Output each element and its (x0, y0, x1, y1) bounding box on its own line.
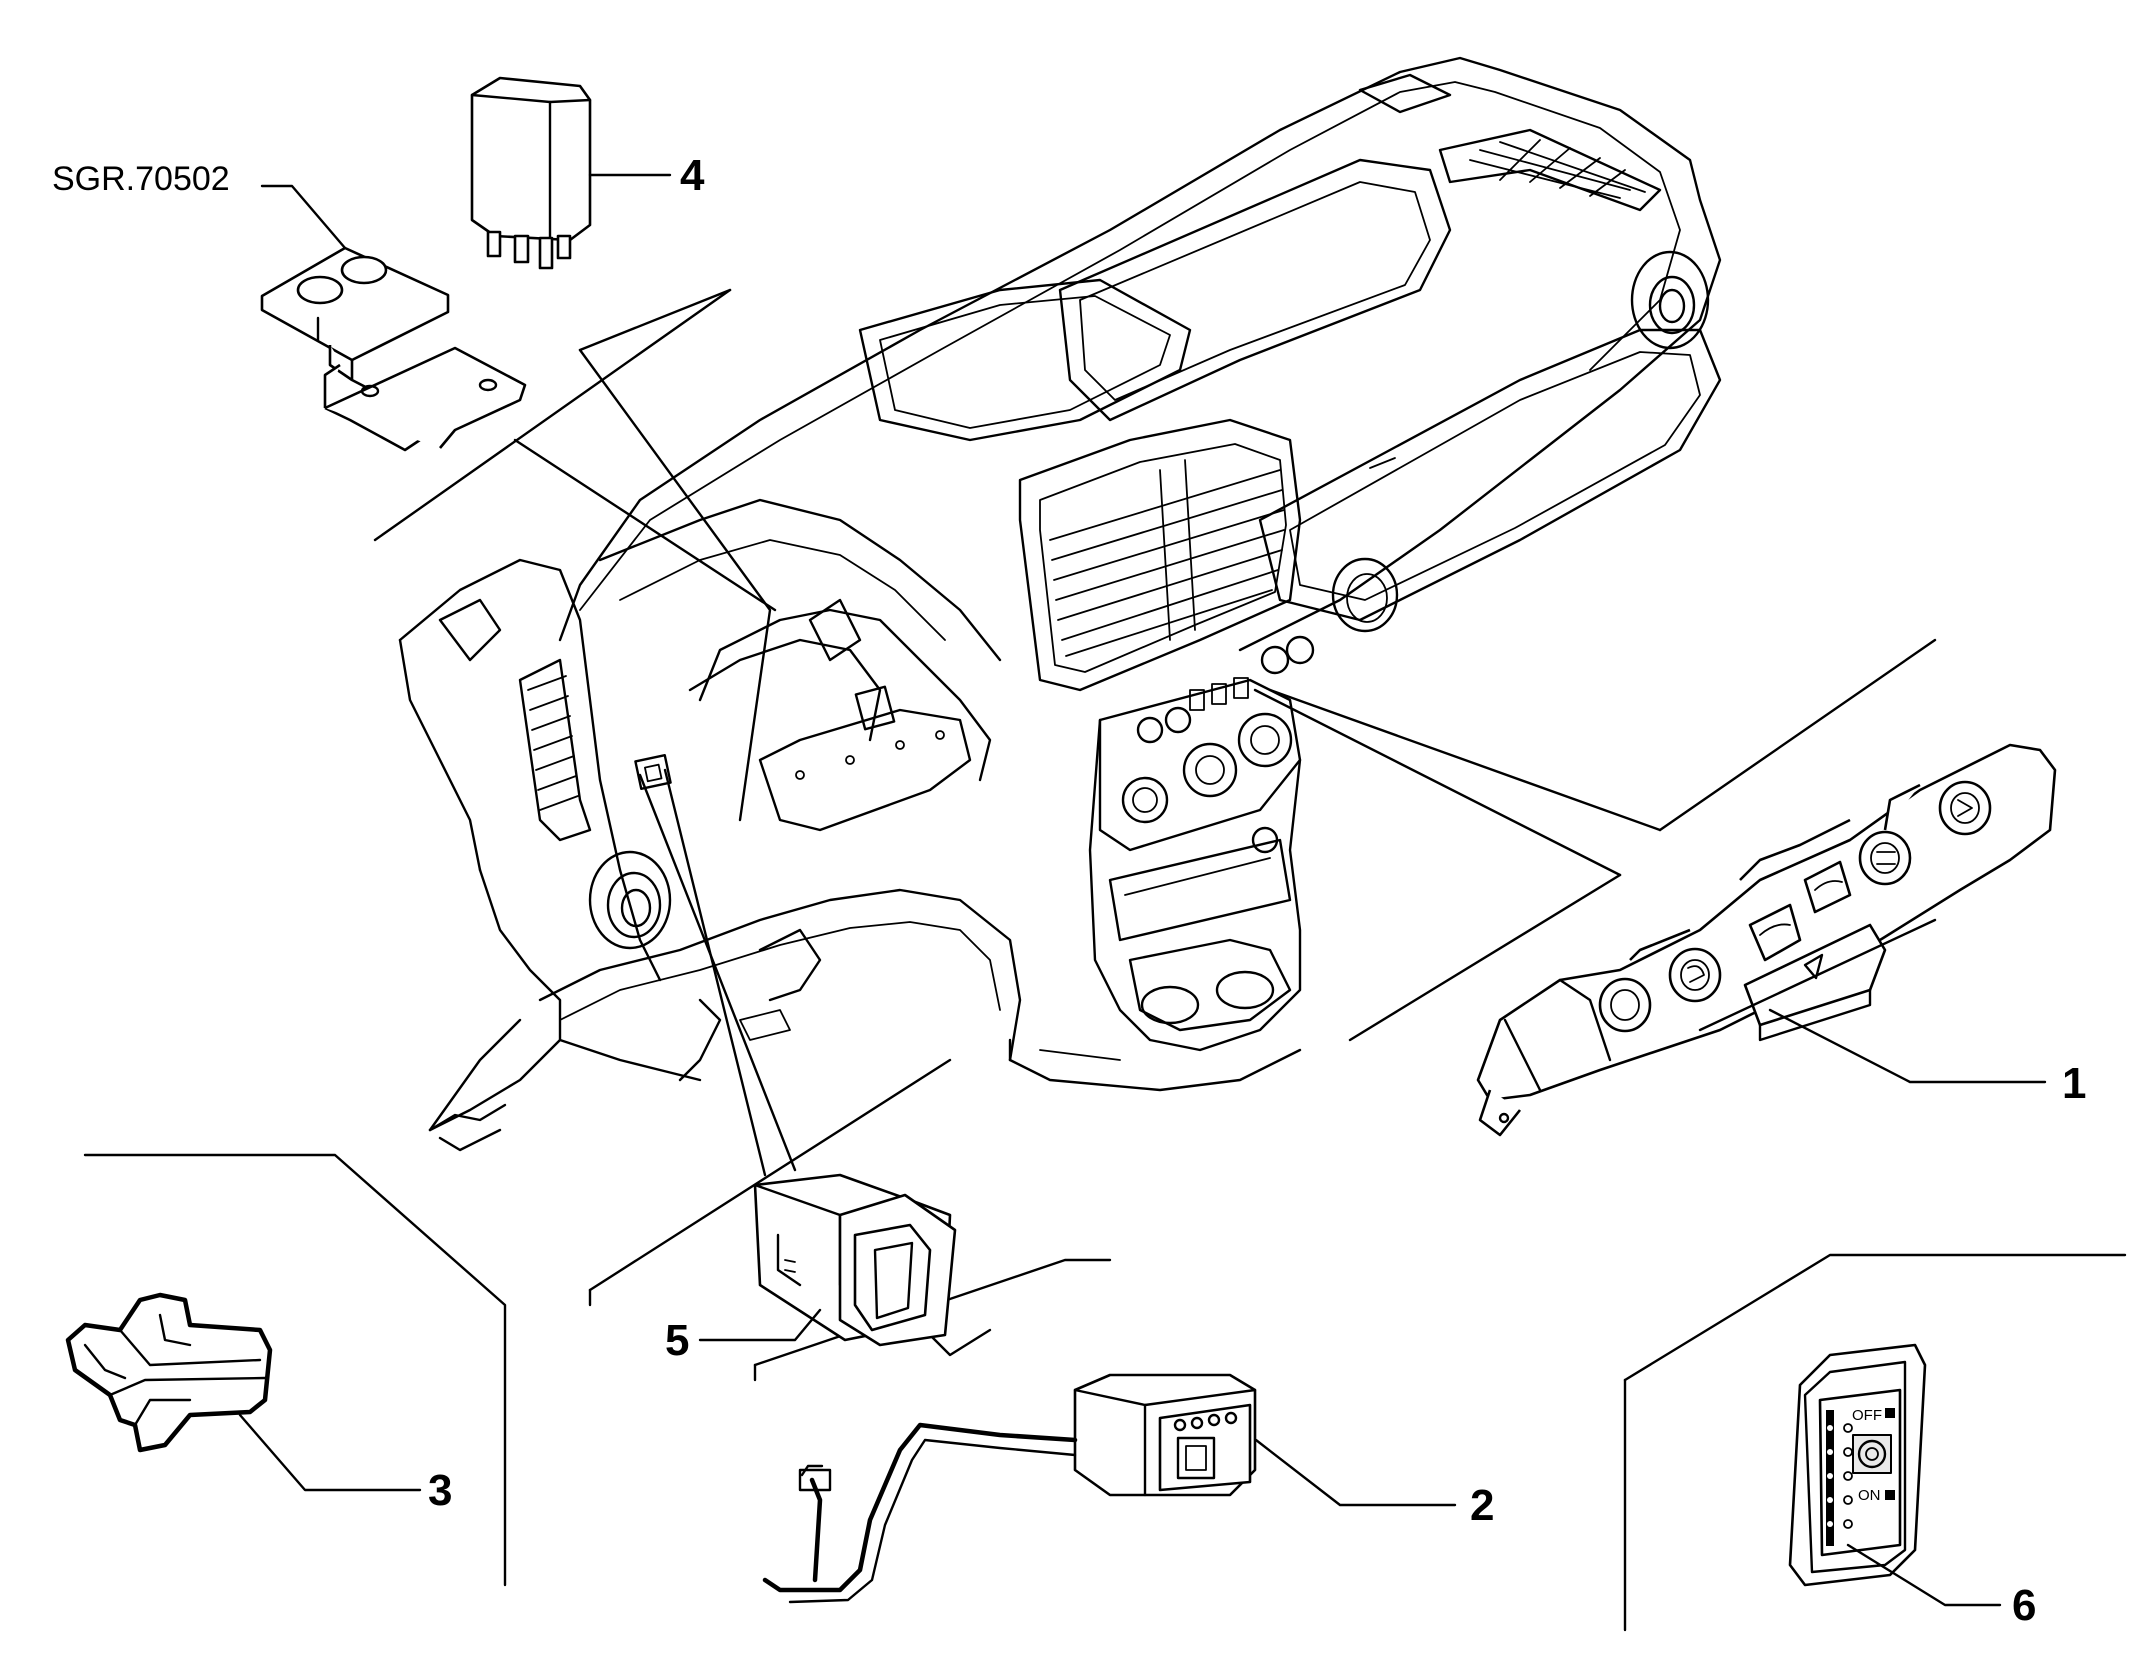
switch-part-5 (698, 1173, 957, 1347)
on-label: ON (1858, 1487, 1881, 1504)
leader-lines (83, 288, 2127, 1632)
callout-3: 3 (428, 1466, 452, 1515)
off-label: OFF (1852, 1407, 1882, 1424)
reference-label: SGR.70502 (52, 160, 230, 198)
bracket-sgr (260, 184, 527, 452)
dashboard-assembly (398, 56, 1722, 1152)
switch-part-2 (762, 1373, 1457, 1604)
relay-part-4 (470, 76, 672, 270)
callout-2: 2 (1470, 1481, 1494, 1530)
callout-6: 6 (2012, 1581, 2036, 1630)
switch-panel-part-1 (1476, 743, 2057, 1137)
clip-part-3 (65, 1292, 422, 1492)
control-switch-part-6: OFF ON (1788, 1343, 2002, 1607)
callout-4: 4 (680, 151, 705, 200)
callout-1: 1 (2062, 1059, 2086, 1108)
callout-5: 5 (665, 1316, 689, 1365)
